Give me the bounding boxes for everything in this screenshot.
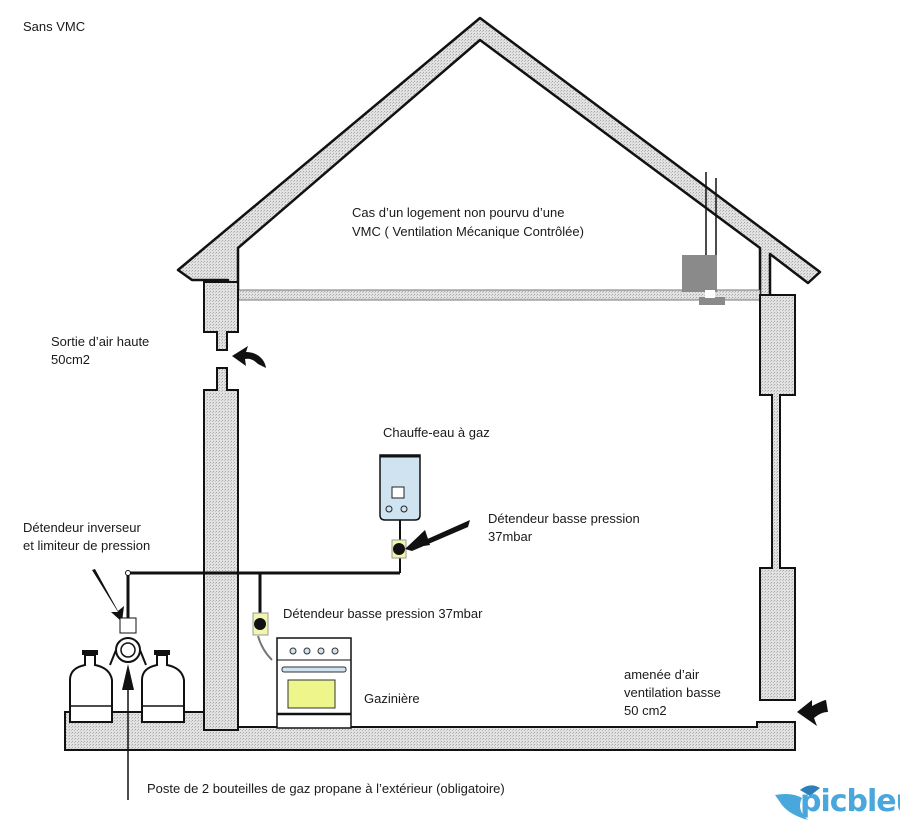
gas-bottle-left-icon [69,650,113,723]
vmc-unit-box [682,255,717,292]
changeover-label-line2: et limiteur de pression [23,538,151,553]
roof [176,16,822,302]
heater-regulator-arrow-icon [405,520,470,551]
floor-slab [64,711,796,751]
picbleu-logo: picbleu [800,784,900,819]
picbleu-logo-icon [775,785,820,820]
air-inlet-label-line1: amenée d’air [624,667,700,682]
air-inlet-arrow-icon [797,700,828,726]
changeover-valve-icon [109,637,147,666]
bottles-label: Poste de 2 bouteilles de gaz propane à l… [147,781,505,796]
left-wall-upper [203,281,239,351]
bottles-arrow-icon [122,664,134,690]
gas-bottle-right-icon [141,650,185,723]
stove-label: Gazinière [364,691,420,706]
air-inlet-label-line2: ventilation basse [624,685,721,700]
changeover-arrow-icon [92,569,124,622]
heater-regulator-label-line2: 37mbar [488,529,533,544]
right-wall [759,294,796,701]
air-inlet-label-line3: 50 cm2 [624,703,667,718]
water-heater-icon [379,454,421,521]
heater-regulator-icon [391,539,407,559]
heater-regulator-label-line1: Détendeur basse pression [488,511,640,526]
stove-regulator-label: Détendeur basse pression 37mbar [283,606,483,621]
air-outlet-label-line1: Sortie d’air haute [51,334,150,349]
changeover-label-line1: Détendeur inverseur [23,520,141,535]
diagram-title: Sans VMC [23,19,86,34]
changeover-regulator-icon [119,617,137,634]
air-outlet-label-line2: 50cm2 [51,352,91,367]
case-label-line2: VMC ( Ventilation Mécanique Contrôlée) [352,224,584,239]
air-outlet-arrow-icon [232,346,266,368]
left-wall-lower [203,367,239,731]
case-label-line1: Cas d’un logement non pourvu d’une [352,205,565,220]
ceiling-slab [237,289,761,301]
stove-regulator-icon [252,612,273,661]
stove-icon [276,637,352,729]
water-heater-label: Chauffe-eau à gaz [383,425,490,440]
